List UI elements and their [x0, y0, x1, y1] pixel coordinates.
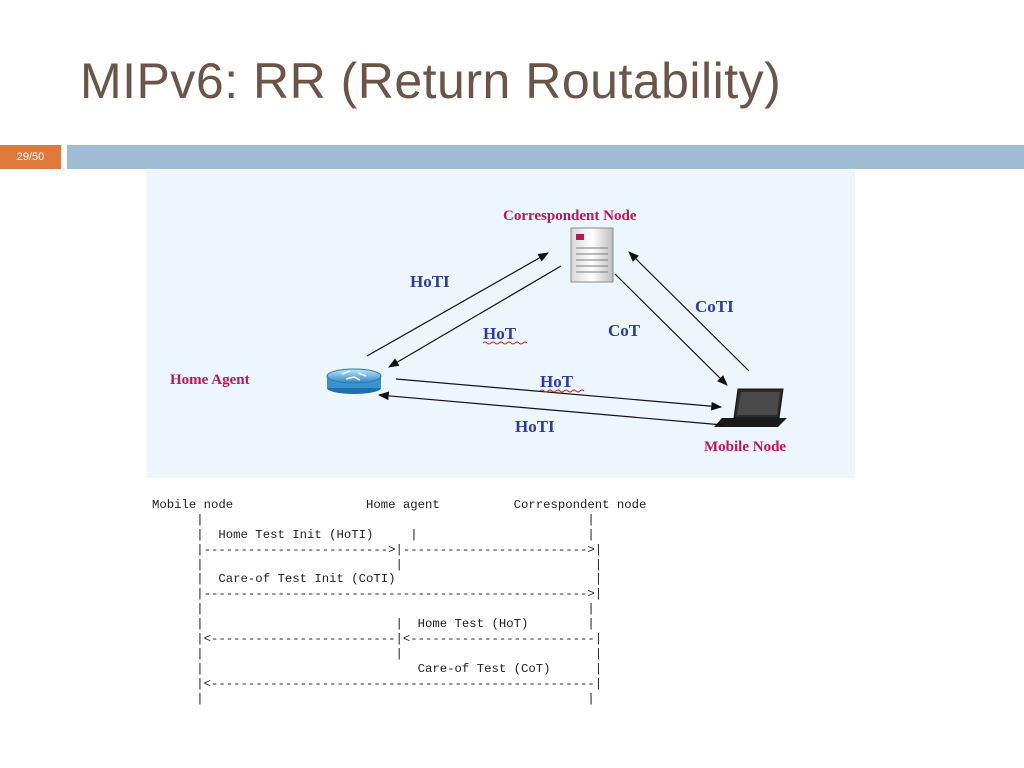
- title-divider-bar: [67, 145, 1024, 169]
- mobile-node-label: Mobile Node: [704, 439, 786, 455]
- spellcheck-squiggle: [482, 341, 528, 345]
- diagram-canvas: Correspondent Node Home Agent Mobile Nod…: [170, 208, 787, 455]
- sequence-diagram-text: Mobile node Home agent Correspondent nod…: [152, 498, 646, 706]
- sequence-line: | | Home Test (HoT) |: [152, 617, 595, 632]
- hoti-mn-to-ha-label: HoTI: [515, 417, 555, 436]
- correspondent-node-label: Correspondent Node: [503, 208, 637, 224]
- sequence-line: | Home Test Init (HoTI) | |: [152, 527, 595, 542]
- server-icon: [570, 227, 614, 283]
- page-number-badge: 29/50: [0, 145, 61, 169]
- router-icon: [326, 368, 382, 394]
- arrow-hoti-ha-to-cn: [366, 252, 549, 357]
- sequence-line: | Care-of Test (CoT) |: [152, 661, 603, 676]
- home-agent-label: Home Agent: [170, 372, 250, 388]
- sequence-line: |<-------------------------|<-----------…: [152, 632, 603, 647]
- sequence-line: |------------------------->|------------…: [152, 542, 603, 557]
- sequence-line: | |: [152, 602, 595, 617]
- slide-title: MIPv6: RR (Return Routability): [80, 53, 782, 109]
- arrow-hoti-mn-to-ha: [377, 391, 724, 426]
- laptop-icon: [714, 388, 787, 427]
- spellcheck-squiggle: [539, 389, 585, 393]
- hot-ha-to-mn-label: HoT: [540, 372, 574, 391]
- return-routability-diagram: Correspondent Node Home Agent Mobile Nod…: [146, 170, 855, 478]
- coti-mn-to-cn-label: CoTI: [695, 297, 734, 316]
- sequence-line: |---------------------------------------…: [152, 587, 603, 602]
- hot-cn-to-ha-label: HoT: [483, 324, 517, 343]
- sequence-line: Mobile node Home agent Correspondent nod…: [152, 498, 647, 512]
- sequence-line: | | |: [152, 646, 603, 661]
- sequence-line: |<--------------------------------------…: [152, 676, 603, 691]
- sequence-line: | | |: [152, 557, 603, 572]
- cot-cn-to-mn-label: CoT: [608, 321, 641, 340]
- hoti-ha-to-cn-label: HoTI: [410, 272, 450, 291]
- arrow-cot-cn-to-mn: [614, 273, 728, 386]
- arrow-hot-ha-to-mn: [395, 378, 723, 411]
- sequence-line: | |: [152, 691, 595, 706]
- arrow-hot-cn-to-ha: [388, 265, 562, 368]
- message-arrows: [366, 251, 750, 426]
- sequence-line: | Care-of Test Init (CoTI) |: [152, 572, 603, 587]
- sequence-line: | |: [152, 512, 595, 527]
- arrow-coti-mn-to-cn: [628, 251, 750, 372]
